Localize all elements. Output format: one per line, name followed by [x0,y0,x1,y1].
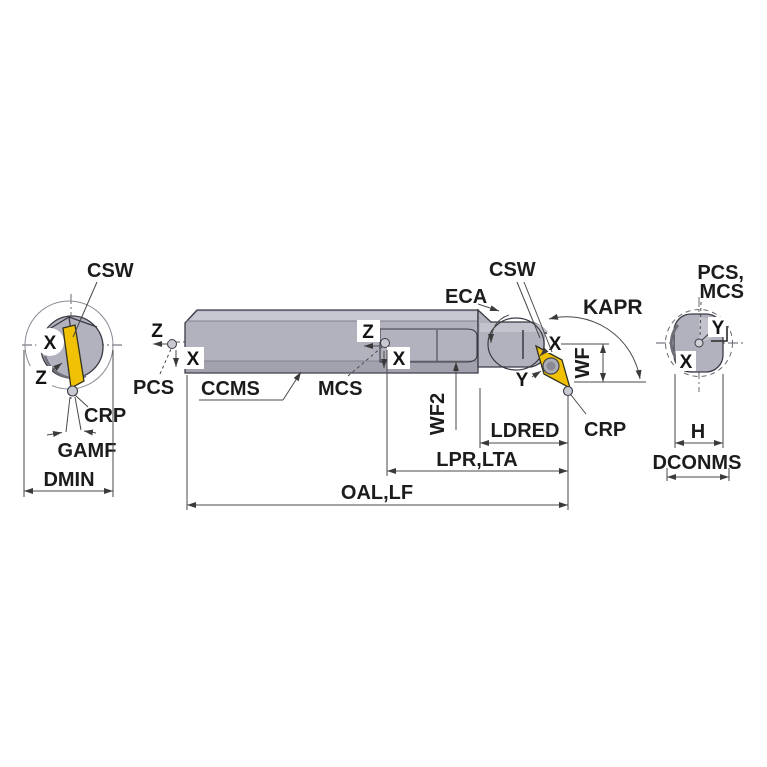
gamf-line-2 [74,396,82,431]
bar-shadow-band [186,361,477,372]
mcs-z-box [357,320,380,342]
insert-front-view [62,324,85,390]
tip-x-arrow [539,347,549,357]
left-x-marker-label: X [44,333,57,354]
end-y-box [708,317,728,337]
crp-head-leader [570,394,587,415]
neck-contour [379,328,478,363]
pcs-z-box [146,319,169,341]
wf-label: WF [572,347,594,378]
csw-head-label: CSW [489,259,536,281]
left-z-marker-label: Z [35,368,47,389]
x-marker-disc [36,328,64,356]
left-z-axis-arrow [52,362,63,371]
ccms-leader-arrow [282,371,302,401]
left-end-view: X Z CSW CRP GAMF DMIN [22,260,134,497]
csw-left-leader [72,281,98,338]
pcs-label: PCS [133,377,174,399]
right-end-view: Y X PCS, MCS H DCONMS [653,262,744,481]
side-view: Z X PCS CCMS Z X MCS X Y CSW [133,259,646,510]
pcs-mcs-label-line2: MCS [700,281,744,303]
mcs-label: MCS [318,378,362,400]
corner-radius-point [66,385,79,397]
gamf-label: GAMF [58,440,117,462]
pcs-mcs-label-line1: PCS, [697,262,744,284]
crp-left-leader [74,394,89,408]
eca-circle [487,317,545,371]
bar-highlight-band [187,311,477,322]
h-label: H [691,421,705,443]
end-axis-bracket [711,326,728,342]
tip-y-arrow [531,370,542,379]
dmin-label: DMIN [43,469,94,491]
ccms-label: CCMS [201,378,260,400]
oal-lf-label: OAL,LF [341,482,413,504]
mcs-x-box [387,347,410,369]
eca-angle-arc [488,314,510,344]
tip-corner-point [562,385,574,397]
lpr-lta-label: LPR,LTA [436,449,517,471]
ldred-label: LDRED [491,420,560,442]
dconms-label: DCONMS [653,452,742,474]
pcs-z-label: Z [151,321,163,342]
left-z-box [30,366,52,388]
tip-x-label: X [549,334,562,355]
gamf-arrow-right [83,429,97,436]
csw-left-label: CSW [87,260,134,282]
eca-label: ECA [445,286,487,308]
gamf-arrow-left [46,431,63,437]
end-x-box [676,351,696,371]
crp-left-label: CRP [84,405,126,427]
wf2-label: WF2 [427,393,449,435]
mcs-leader [347,346,383,377]
tip-y-label: Y [516,370,529,391]
insert-screw-inner [546,361,556,371]
crp-head-label: CRP [584,419,626,441]
csw-head-leader-1 [516,281,541,339]
mcs-z-label: Z [362,322,374,343]
end-y-label: Y [712,318,725,339]
pcs-x-label: X [187,349,200,370]
pcs-x-box [181,347,204,369]
csw-head-leader-2 [523,281,553,353]
end-origin-point [694,338,704,348]
gamf-line-1 [65,396,71,433]
kapr-angle-arc [548,313,642,380]
mcs-origin-point [380,338,390,348]
pcs-leader [159,348,172,375]
eca-leader-arrow [477,303,500,312]
mcs-x-label: X [393,349,406,370]
dconms-circle [665,309,733,377]
end-x-label: X [680,352,693,373]
kapr-label: KAPR [583,296,643,319]
